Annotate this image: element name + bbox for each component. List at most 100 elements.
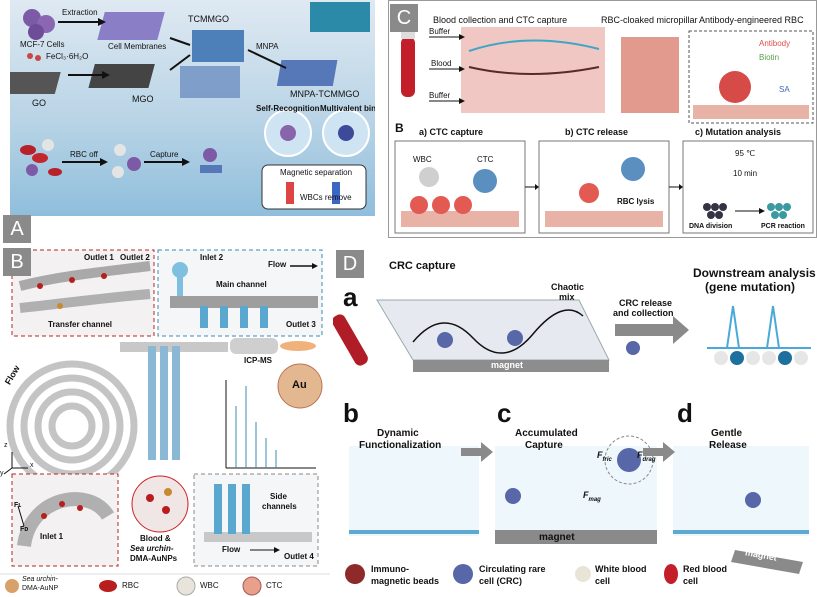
- ctc-icon: [473, 169, 497, 193]
- label-step-c: c) Mutation analysis: [695, 127, 782, 137]
- blood-sample-circle: [131, 475, 189, 533]
- label-self-recognition: Self-Recognition: [256, 104, 320, 113]
- legend-bead-2: magnetic beads: [371, 576, 440, 586]
- panel-d: a CRC capture Chaotic mix CRC release an…: [333, 246, 817, 597]
- label-biotin: Biotin: [759, 53, 780, 62]
- label-c-title-1: Accumulated: [515, 428, 578, 439]
- label-au: Au: [292, 379, 307, 391]
- magnet-released: [731, 550, 803, 574]
- go-sheet-icon: [10, 72, 61, 94]
- panel-b-illustration: [0, 249, 330, 596]
- label-release-2: and collection: [613, 308, 674, 318]
- legend-rbc-icon: [664, 564, 678, 584]
- tcmmgo-icon: [192, 30, 244, 62]
- label-step-b: b) CTC release: [565, 127, 629, 137]
- label-crc-capture: CRC capture: [389, 260, 456, 272]
- legend-crc-icon: [453, 564, 473, 584]
- label-d-letter-a: a: [343, 282, 358, 312]
- label-fdrag: Fdrag: [637, 450, 656, 463]
- label-fmag: Fmag: [583, 490, 601, 503]
- label-flow-bottom: Flow: [222, 545, 241, 554]
- label-y: y: [0, 470, 4, 477]
- label-mnpa-tcmmgo: MNPA-TCMMGO: [290, 89, 360, 99]
- inset-photo: [310, 2, 370, 32]
- label-antibody: Antibody: [759, 39, 791, 48]
- panel-a-tag: A: [3, 215, 31, 243]
- legend-rbc-label: RBC: [122, 581, 139, 590]
- axes-icon: [3, 452, 28, 475]
- arrow-release: [615, 316, 689, 344]
- panel-d-illustration: [333, 299, 811, 584]
- label-mnpa: MNPA: [256, 42, 279, 51]
- label-d-title-1: Gentle: [711, 428, 743, 439]
- microfluidic-chamber: [461, 27, 605, 113]
- label-b-title-2: Functionalization: [359, 440, 442, 451]
- label-buffer-bottom: Buffer: [429, 91, 451, 100]
- label-fl: Fʟ: [14, 502, 22, 509]
- legend-wbc-label: WBC: [200, 581, 219, 590]
- wbc-icon: [419, 167, 439, 187]
- label-temp: 95 ℃: [735, 149, 756, 158]
- label-mgo: MGO: [132, 94, 154, 104]
- label-outlet2: Outlet 2: [120, 253, 150, 262]
- label-time: 10 min: [733, 169, 758, 178]
- legend-wbc-1: White blood: [595, 564, 647, 574]
- legend-wbc-2: cell: [595, 576, 611, 586]
- label-sa: SA: [779, 85, 790, 94]
- legend-aunp-label-2: DMA-AuNP: [22, 585, 59, 592]
- au-nanoparticle-icon: [277, 363, 323, 409]
- label-magnetic-sep: Magnetic separation: [280, 168, 353, 177]
- label-dna-division: DNA division: [689, 223, 733, 230]
- label-c-h2: RBC-cloaked micropillar: [601, 15, 698, 25]
- blood-tube-icon: [333, 314, 368, 366]
- label-downstream-2: (gene mutation): [705, 280, 795, 294]
- mnpa-tcmmgo-icon: [276, 60, 338, 86]
- label-d-letter-d: d: [677, 398, 693, 428]
- panel-c-sub-tag: B: [395, 121, 404, 135]
- legend-rbc-icon: [99, 580, 117, 592]
- label-buffer-top: Buffer: [429, 27, 451, 36]
- label-c-h1: Blood collection and CTC capture: [433, 15, 568, 25]
- legend-aunp-icon: [5, 579, 19, 593]
- panel-c: Blood collection and CTC capture RBC-clo…: [388, 0, 817, 238]
- rbc-icon: [719, 71, 751, 103]
- label-extraction: Extraction: [62, 8, 98, 17]
- panel-b-tag: B: [3, 248, 31, 276]
- mcf7-cells-icon: [23, 9, 55, 40]
- label-fd: Fᴅ: [20, 526, 29, 533]
- label-blood-3: DMA-AuNPs: [130, 554, 178, 563]
- legend-aunp-label-1: Sea urchin-: [22, 576, 58, 583]
- label-d-letter-b: b: [343, 398, 359, 428]
- label-go: GO: [32, 98, 47, 108]
- label-outlet3: Outlet 3: [286, 320, 316, 329]
- label-downstream-1: Downstream analysis: [693, 266, 816, 280]
- label-outlet1: Outlet 1: [84, 253, 114, 262]
- label-inlet2: Inlet 2: [200, 253, 224, 262]
- blood-cells-icon: [20, 139, 62, 176]
- label-wbc-remove: WBCs remove: [300, 193, 352, 202]
- legend-wbc-icon: [176, 576, 196, 596]
- legend-ctc-icon: [242, 576, 262, 596]
- blood-tube-icon: [401, 37, 415, 97]
- panel-c-illustration: [394, 27, 814, 234]
- panel-d-b-area: [349, 446, 479, 536]
- label-x: x: [30, 462, 34, 469]
- cell-membrane-sheet-icon: [97, 12, 165, 40]
- label-inlet1: Inlet 1: [40, 532, 64, 541]
- label-blood-2: Sea urchin-: [130, 544, 174, 553]
- label-magnet-a: magnet: [491, 360, 524, 370]
- spectrum-plot: [225, 380, 316, 469]
- label-ctc: CTC: [477, 155, 494, 164]
- label-mcf7: MCF-7 Cells: [20, 40, 65, 49]
- legend-rbc-2: cell: [683, 576, 699, 586]
- legend-immunomagnetic-bead-icon: [345, 564, 365, 584]
- label-d-letter-c: c: [497, 398, 512, 428]
- legend-wbc-icon: [575, 566, 591, 582]
- legend-bead-1: Immuno-: [371, 564, 409, 574]
- legend-crc-1: Circulating rare: [479, 564, 546, 574]
- label-main-channel: Main channel: [216, 280, 267, 289]
- label-pcr: PCR reaction: [761, 223, 805, 230]
- panel-a: Extraction MCF-7 Cells Cell Membranes TC…: [10, 0, 375, 216]
- label-transfer-channel: Transfer channel: [48, 320, 113, 329]
- label-d-title-2: Release: [709, 440, 747, 451]
